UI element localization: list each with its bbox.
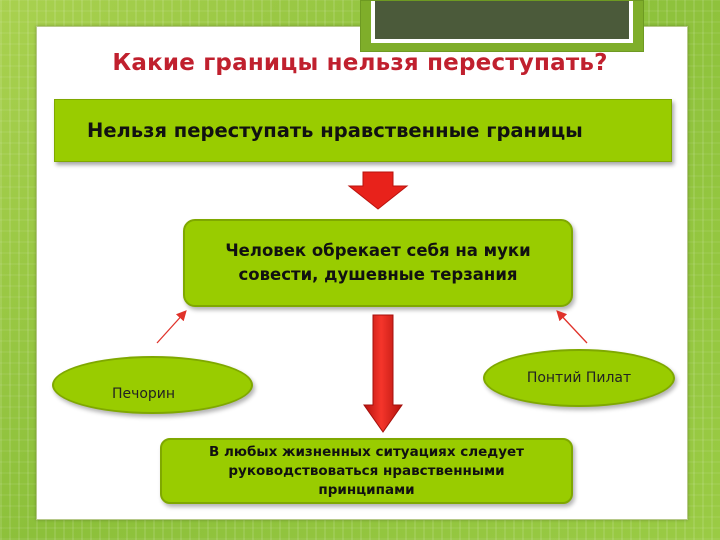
oval-pontius-pilate-label: Понтий Пилат <box>526 370 632 386</box>
conclusion-box: В любых жизненных ситуациях следует руко… <box>160 438 573 504</box>
decorative-tab-inner <box>371 1 633 43</box>
conclusion-line-3: принципами <box>318 481 415 498</box>
main-statement-text: Нельзя переступать нравственные границы <box>87 119 583 142</box>
consequence-line-2: совести, душевные терзания <box>238 265 518 284</box>
conclusion-line-1: В любых жизненных ситуациях следует <box>208 443 524 460</box>
down-arrow-top <box>347 171 409 210</box>
consequence-box: Человек обрекает себя на муки совести, д… <box>183 219 573 307</box>
thin-arrow-right <box>556 310 588 344</box>
conclusion-line-2: руководствоваться нравственными <box>228 462 505 479</box>
oval-pechorin-label: Печорин <box>111 386 176 402</box>
decorative-tab <box>360 0 644 52</box>
consequence-line-1: Человек обрекает себя на муки <box>225 241 531 260</box>
thin-arrow-left <box>156 310 187 344</box>
slide-title: Какие границы нельзя переступать? <box>112 50 608 76</box>
main-statement-banner: Нельзя переступать нравственные границы <box>54 99 672 162</box>
oval-pontius-pilate: Понтий Пилат <box>483 349 675 407</box>
down-arrow-middle <box>363 314 403 433</box>
oval-pechorin: Печорин <box>52 356 253 414</box>
